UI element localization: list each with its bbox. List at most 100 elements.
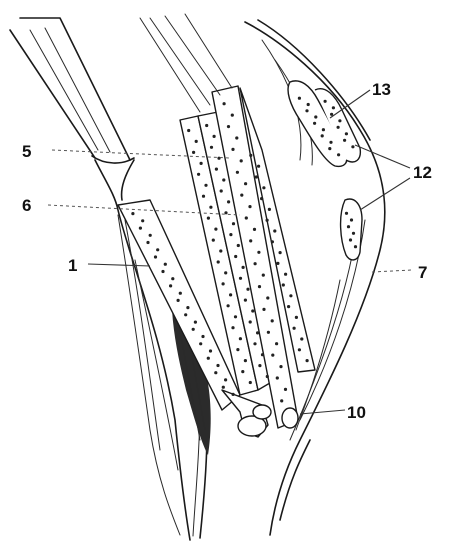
perforation-dot	[249, 239, 252, 242]
perforation-dot	[154, 255, 157, 258]
perforation-dot	[287, 305, 290, 308]
perforation-dot	[146, 241, 149, 244]
perforation-dot	[229, 233, 232, 236]
perforation-dot	[284, 388, 287, 391]
perforation-dot	[231, 148, 234, 151]
perforation-dot	[258, 285, 261, 288]
perforation-dot	[314, 115, 317, 118]
perforation-dot	[262, 308, 265, 311]
perforation-dot	[345, 132, 348, 135]
perforation-dot	[253, 342, 256, 345]
perforation-dot	[279, 251, 282, 254]
perforation-dot	[231, 114, 234, 117]
perforation-dot	[161, 270, 164, 273]
perforation-dot	[232, 222, 235, 225]
perforation-dot	[284, 273, 287, 276]
perforation-dot	[254, 262, 257, 265]
perforation-dot	[271, 354, 274, 357]
perforation-dot	[179, 292, 182, 295]
perforation-dot	[337, 153, 340, 156]
perforation-dot	[322, 128, 325, 131]
label-1: 1	[68, 256, 77, 275]
perforation-dot	[197, 173, 200, 176]
perforation-dot	[249, 154, 252, 157]
perforation-dot	[131, 212, 134, 215]
perforation-dot	[219, 249, 222, 252]
perforation-dot	[255, 175, 258, 178]
perforation-dot	[289, 294, 292, 297]
perforation-dot	[236, 171, 239, 174]
perforation-dot	[338, 119, 341, 122]
label-10: 10	[347, 403, 366, 422]
perforation-dot	[223, 102, 226, 105]
perforation-dot	[258, 364, 261, 367]
perforation-dot	[248, 205, 251, 208]
perforation-dot	[246, 288, 249, 291]
perforation-dot	[324, 100, 327, 103]
perforation-dot	[234, 315, 237, 318]
perforation-dot	[220, 189, 223, 192]
perforation-dot	[321, 134, 324, 137]
perforation-dot	[276, 376, 279, 379]
perforation-dot	[244, 299, 247, 302]
perforation-dot	[300, 337, 303, 340]
perforation-dot	[279, 365, 282, 368]
perforation-dot	[240, 159, 243, 162]
perforation-dot	[293, 327, 296, 330]
perforation-dot	[257, 165, 260, 168]
perforation-dot	[271, 240, 274, 243]
perforation-dot	[201, 335, 204, 338]
perforation-dot	[266, 375, 269, 378]
perforation-dot	[349, 238, 352, 241]
perforation-dot	[295, 316, 298, 319]
perforation-dot	[305, 109, 308, 112]
perforation-dot	[271, 319, 274, 322]
perforation-dot	[209, 206, 212, 209]
perforation-dot	[276, 262, 279, 265]
perforation-dot	[273, 229, 276, 232]
perforation-dot	[266, 296, 269, 299]
perforation-dot	[222, 178, 225, 181]
perforation-dot	[156, 248, 159, 251]
perforation-dot	[194, 321, 197, 324]
perforation-dot	[212, 239, 215, 242]
perforation-dot	[224, 211, 227, 214]
perforation-dot	[262, 186, 265, 189]
perforation-dot	[332, 106, 335, 109]
perforation-dot	[235, 136, 238, 139]
perforation-dot	[192, 328, 195, 331]
perforation-dot	[184, 313, 187, 316]
perforation-dot	[210, 146, 213, 149]
perforation-dot	[209, 349, 212, 352]
label-6: 6	[22, 196, 31, 215]
perforation-dot	[216, 364, 219, 367]
perforation-dot	[268, 208, 271, 211]
perforation-dot	[350, 218, 353, 221]
perforation-dot	[262, 274, 265, 277]
perforation-dot	[266, 219, 269, 222]
perforation-dot	[141, 219, 144, 222]
perforation-dot	[240, 194, 243, 197]
perforation-dot	[204, 184, 207, 187]
tube-12-lower	[341, 199, 362, 260]
perforation-dot	[267, 331, 270, 334]
perforation-dot	[249, 320, 252, 323]
perforation-dot	[337, 126, 340, 129]
perforation-dot	[329, 141, 332, 144]
perforation-dot	[186, 306, 189, 309]
perforation-dot	[199, 342, 202, 345]
perforation-dot	[200, 162, 203, 165]
perforation-dot	[280, 399, 283, 402]
perforation-dot	[205, 124, 208, 127]
perforation-dot	[354, 245, 357, 248]
perforation-dot	[241, 370, 244, 373]
perforation-dot	[169, 284, 172, 287]
perforation-dot	[227, 125, 230, 128]
perforation-dot	[256, 331, 259, 334]
perforation-dot	[328, 147, 331, 150]
perforation-dot	[195, 140, 198, 143]
label-5: 5	[22, 142, 31, 161]
perforation-dot	[187, 129, 190, 132]
perforation-dot	[227, 304, 230, 307]
perforation-dot	[345, 212, 348, 215]
